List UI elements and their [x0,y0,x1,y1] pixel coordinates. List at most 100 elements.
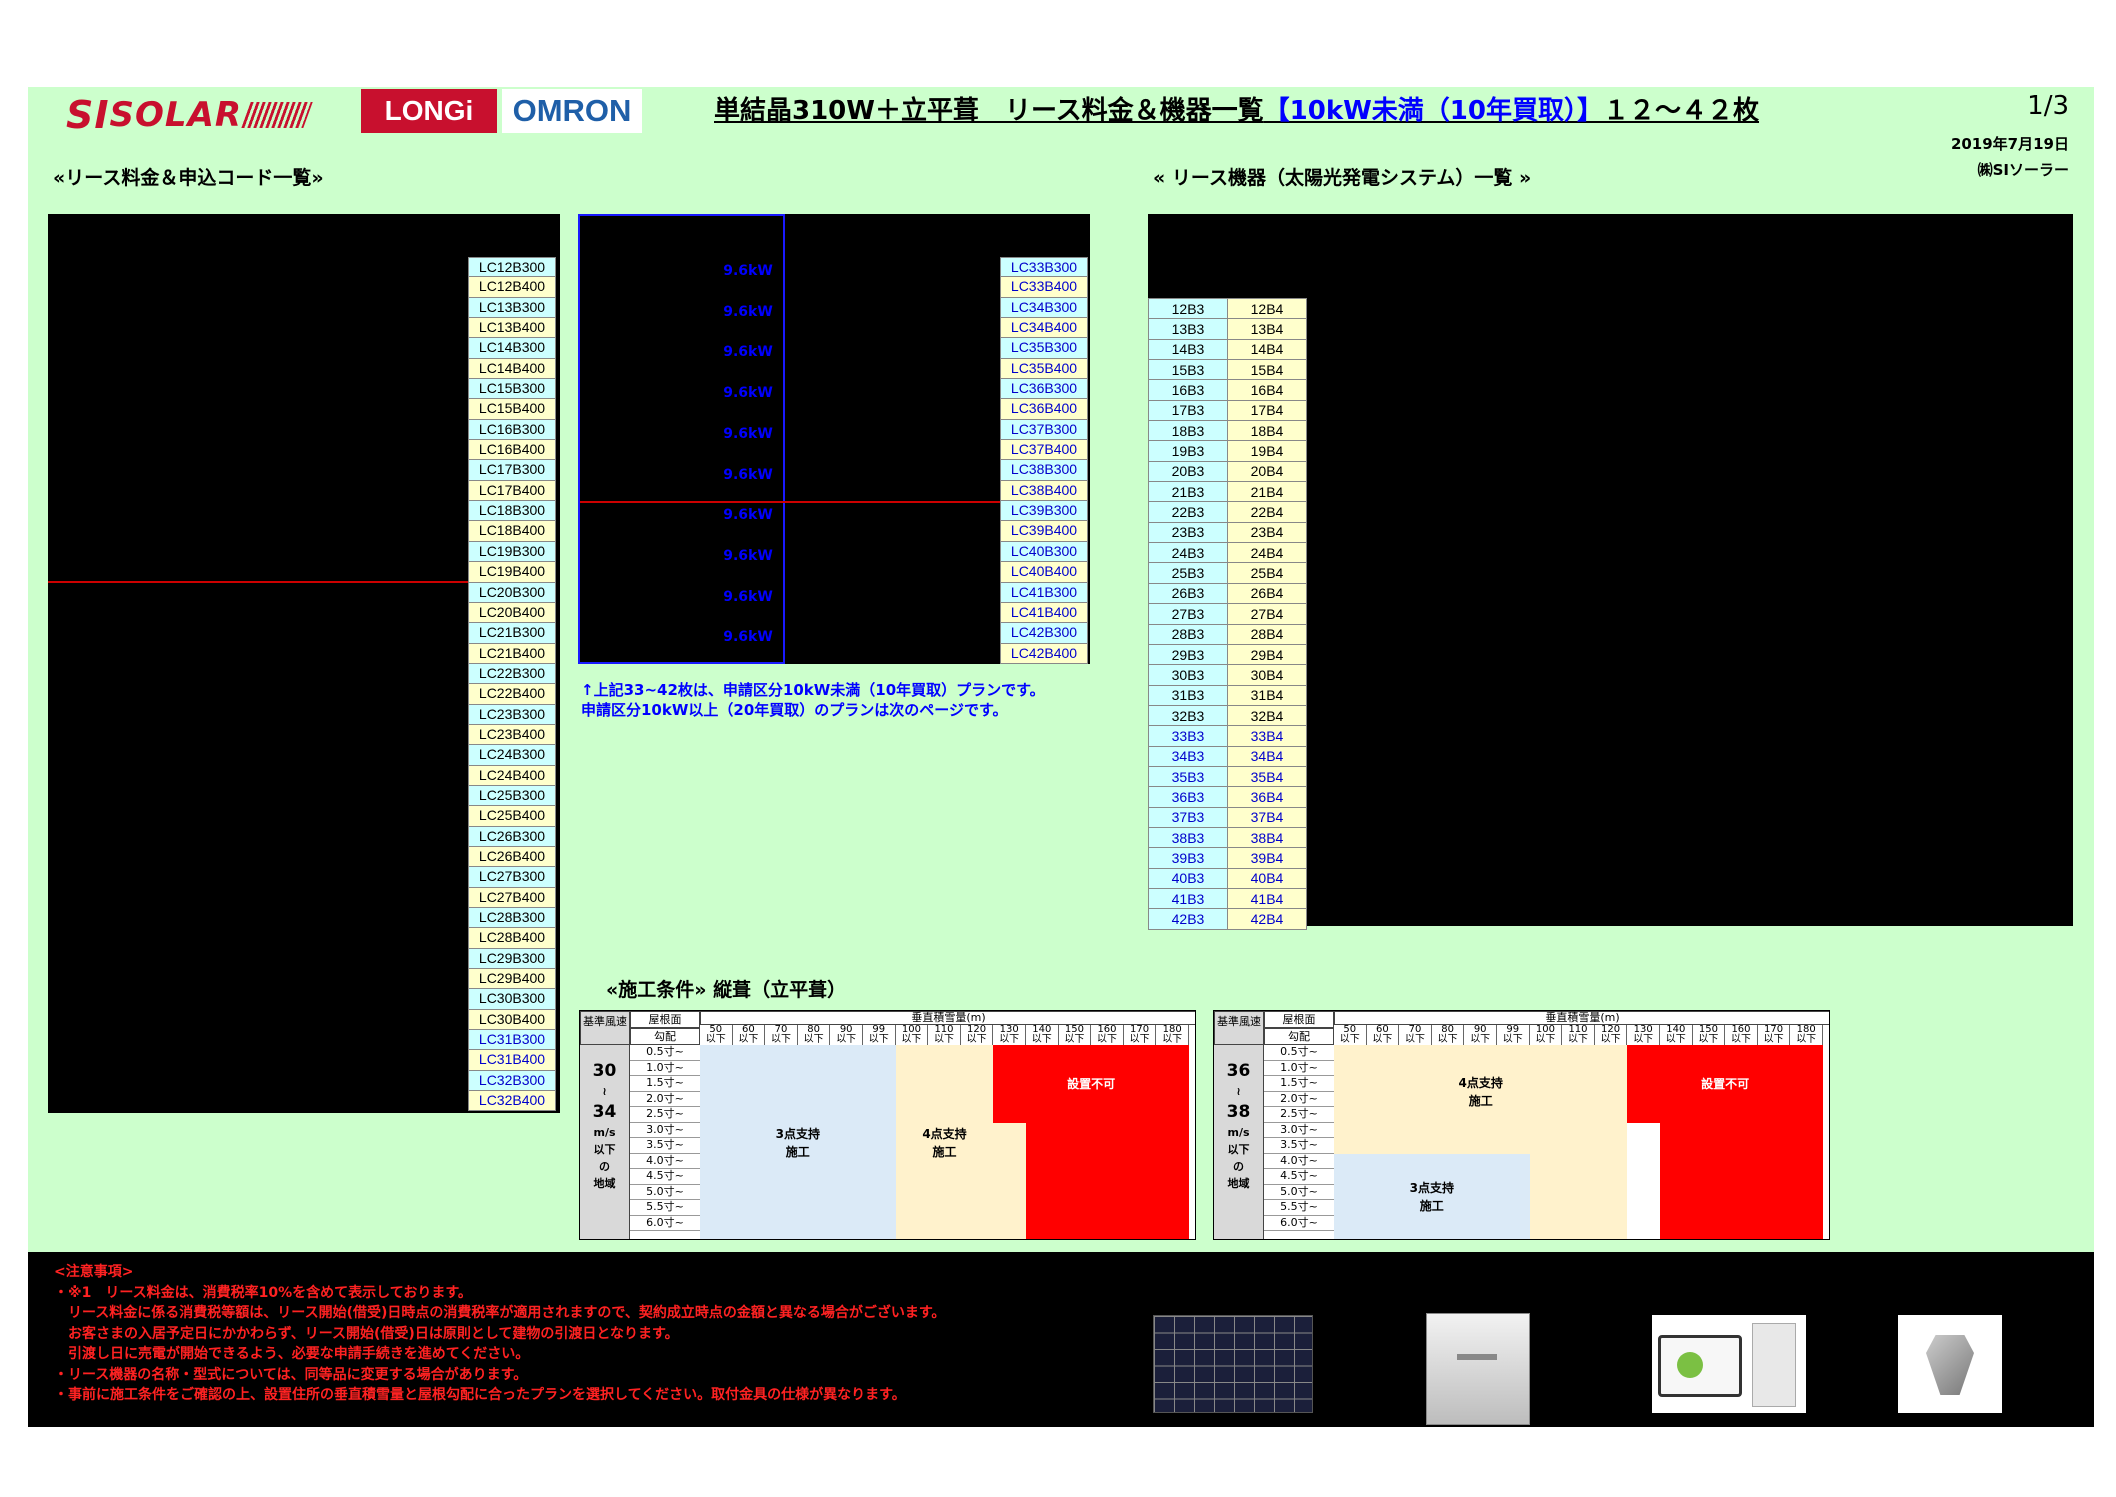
slope-cell: 6.0寸~ [1264,1215,1334,1231]
zone-not-installable-ext [1660,1122,1823,1239]
zone-3-point-support-text: 施工 [785,1145,810,1159]
zone-3-point-support-text: 施工 [1419,1199,1444,1214]
lease-code-cell: LC24B400 [468,765,556,786]
lease-code-cell: LC28B400 [468,928,556,949]
wind-speed-header: 基準風速 [1214,1011,1264,1045]
equipment-code-cell: 36B4 [1227,786,1307,808]
equipment-code-cell: 18B4 [1227,420,1307,442]
snow-suffix: 以下 [1698,1034,1719,1045]
wind-speed-text: 地域 [1227,1177,1250,1190]
snow-suffix: 以下 [1600,1034,1621,1045]
logo-solar-text: SOLAR [109,95,243,135]
snow-suffix: 以下 [1633,1034,1654,1045]
equipment-code-cell: 21B3 [1148,481,1228,503]
equipment-code-cell: 28B4 [1227,623,1307,645]
lease-code-cell: LC41B400 [1000,602,1088,624]
lease-code-cell: LC35B400 [1000,358,1088,380]
equipment-code-cell: 15B3 [1148,359,1228,381]
lease-code-cell: LC15B400 [468,399,556,420]
snow-value: 160 [1731,1024,1751,1035]
capacity-label: 9.6kW [723,263,773,279]
snow-suffix: 以下 [933,1034,954,1045]
equipment-code-cell: 30B3 [1148,664,1228,686]
zone-3-point-support: 3点支持施工 [1334,1153,1530,1239]
equipment-code-cell: 42B3 [1148,908,1228,930]
equipment-code-cell: 35B3 [1148,765,1228,788]
logo-bars-icon [241,102,313,128]
snow-value: 140 [1032,1024,1052,1035]
wind-speed-text: 36 [1226,1061,1251,1081]
lease-code-cell: LC42B400 [1000,643,1088,664]
equipment-code-cell: 14B3 [1148,338,1228,361]
footer-band: <注意事項> ・※1 リース料金は、消費税率10%を含めて表示しております。 リ… [28,1252,2094,1427]
lease-code-cell: LC35B300 [1000,338,1088,359]
snow-value: 170 [1764,1024,1784,1035]
footer-notes: <注意事項> ・※1 リース料金は、消費税率10%を含めて表示しております。 リ… [54,1262,1154,1406]
monitor-image [1652,1315,1806,1413]
footer-note-line: ・※1 リース料金は、消費税率10%を含めて表示しております。 [54,1284,472,1301]
zone-4-point-support-text: 施工 [932,1145,957,1159]
lease-code-cell: LC25B300 [468,785,556,807]
lease-code-cell: LC19B300 [468,541,556,563]
capacity-label: 9.6kW [723,507,773,524]
lease-code-cell: LC40B400 [1000,562,1088,583]
document-date: 2019年7月19日 [1950,135,2069,153]
zone-4-point-support-ext [993,1122,1026,1239]
snow-value: 50 [1343,1024,1357,1035]
snow-value: 60 [1376,1024,1389,1035]
longi-logo: LONGi [361,89,497,133]
equipment-code-cell: 12B3 [1148,297,1228,320]
slope-cell: 0.5寸~ [1264,1045,1334,1061]
equipment-code-cell: 40B4 [1227,867,1307,889]
lease-code-cell: LC30B300 [468,989,556,1010]
snow-suffix: 以下 [1502,1034,1523,1045]
zone-4-point-support: 4点支持施工 [895,1045,994,1239]
snow-value: 150 [1698,1024,1718,1035]
slope-cell: 0.5寸~ [630,1045,700,1061]
slope-cell: 1.0寸~ [630,1060,700,1076]
equipment-code-cell: 16B4 [1227,379,1307,401]
snow-value: 180 [1162,1024,1182,1035]
slope-cell: 6.0寸~ [630,1215,700,1231]
wind-speed-text: の [599,1160,610,1173]
equipment-code-cell: 37B4 [1227,806,1307,828]
wind-speed-text: 30 [592,1061,617,1081]
snow-header: 垂直積雪量(m) [1334,1011,1829,1025]
lease-code-cell: LC31B300 [468,1030,556,1051]
snow-value: 90 [839,1024,853,1035]
capacity-label: 9.6kW [723,588,773,605]
snow-suffix: 以下 [1339,1034,1360,1045]
lease-code-cell: LC12B400 [468,277,556,298]
equipment-code-cell: 31B3 [1148,684,1228,706]
capacity-label: 9.6kW [723,303,773,320]
solar-panel-image [1153,1315,1313,1413]
construction-title: «施工条件» 縦葺（立平葺） [606,979,847,1001]
lease-code-cell: LC41B300 [1000,582,1088,603]
lease-code-cell: LC36B400 [1000,399,1088,420]
title-main: 単結晶310W＋立平葺 リース料金＆機器一覧 [714,96,1264,126]
zone-not-installable-text: 設置不可 [1067,1076,1116,1091]
equipment-code-cell: 34B3 [1148,745,1228,767]
equipment-code-cell: 17B4 [1227,399,1307,422]
equipment-code-cell: 16B3 [1148,379,1228,401]
lease-code-cell: LC12B300 [468,257,556,278]
snow-suffix: 以下 [1129,1034,1150,1045]
